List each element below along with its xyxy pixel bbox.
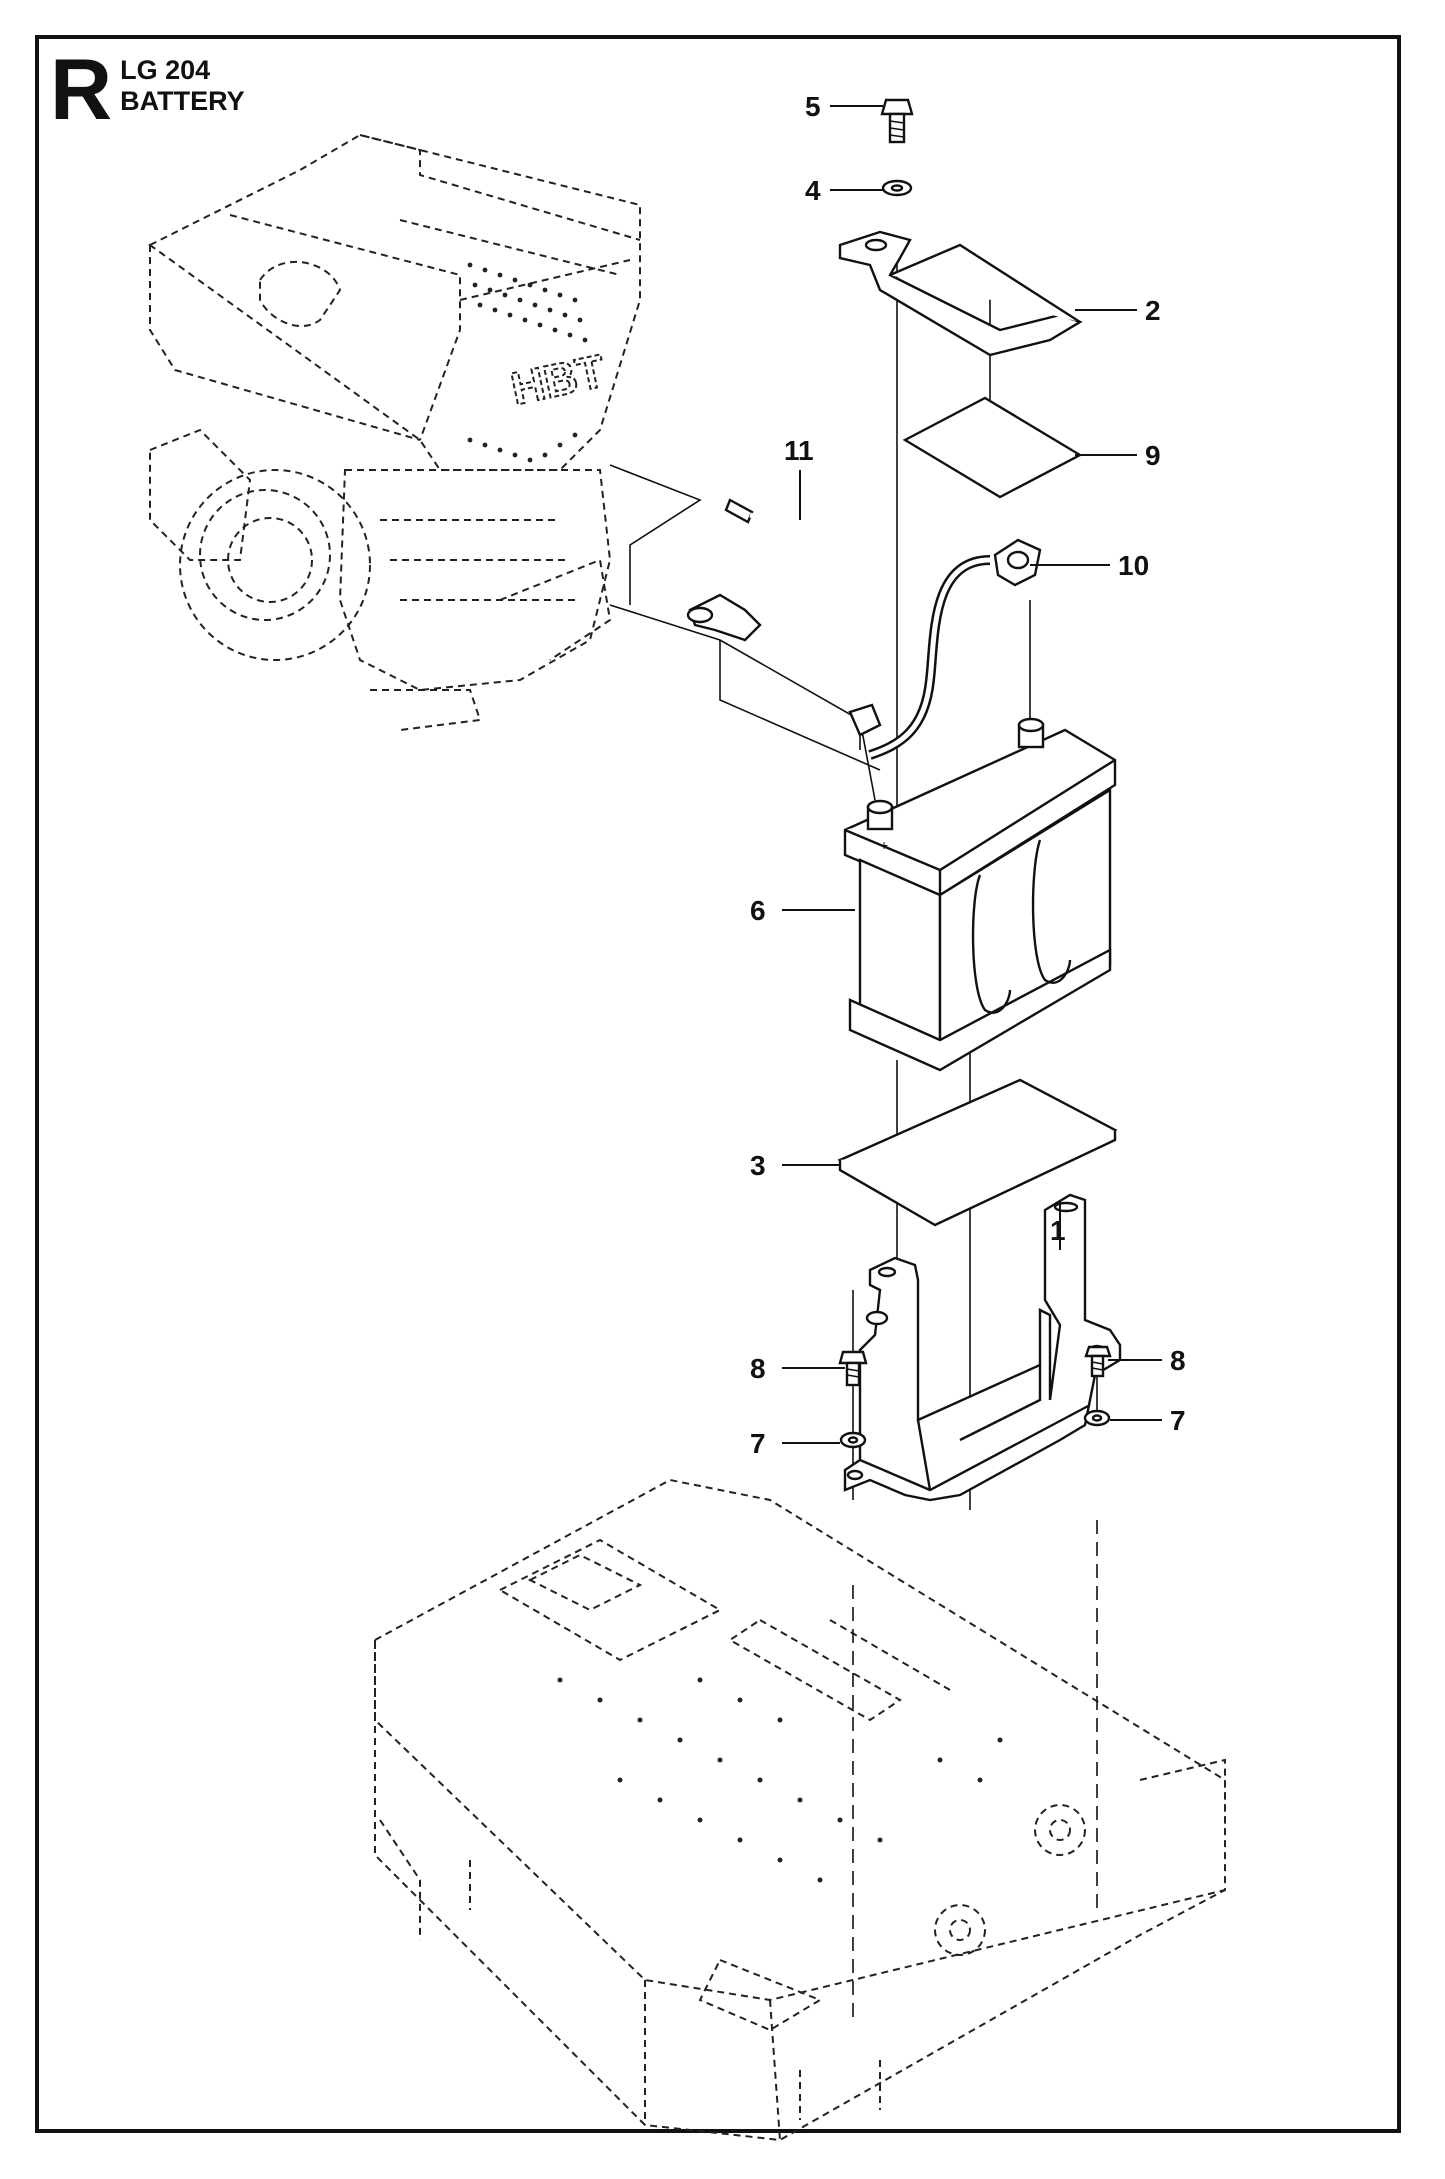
engine-outline: HBT <box>148 133 641 731</box>
section-letter: R <box>50 42 113 138</box>
drawing-frame <box>35 35 1401 2133</box>
alignment-lines <box>609 240 1098 2020</box>
part-11-negative-cable <box>686 498 835 643</box>
callout-8-left: 8 <box>750 1353 766 1384</box>
callout-7-left: 7 <box>750 1428 766 1459</box>
callout-9: 9 <box>1145 440 1161 471</box>
svg-text:+: + <box>880 837 888 853</box>
page-header: R LG 204 BATTERY <box>50 42 245 138</box>
header-text: LG 204 BATTERY <box>120 55 245 117</box>
part-8-screw-left <box>838 1350 868 1387</box>
callout-10: 10 <box>1118 550 1149 581</box>
leader-lines <box>782 105 1162 1444</box>
part-8-screw-right <box>1084 1345 1112 1378</box>
callout-11: 11 <box>784 435 814 466</box>
callout-8-right: 8 <box>1170 1345 1186 1376</box>
part-2-battery-hold-down-plate <box>838 230 1083 357</box>
part-5-bolt <box>880 98 914 144</box>
part-1-battery-bracket <box>843 1193 1122 1502</box>
callout-5: 5 <box>805 91 821 122</box>
callout-labels: 5 4 2 11 9 10 6 3 1 8 8 7 7 <box>750 91 1186 1459</box>
part-7-washer-left <box>839 1431 867 1449</box>
callout-1: 1 <box>1050 1215 1066 1246</box>
part-7-washer-right <box>1083 1409 1111 1427</box>
part-10-positive-cable <box>848 538 1042 760</box>
chassis-frame-outline <box>374 1478 1226 2142</box>
part-6-battery: + <box>843 717 1117 1072</box>
callout-4: 4 <box>805 175 821 206</box>
callout-2: 2 <box>1145 295 1161 326</box>
callout-7-right: 7 <box>1170 1405 1186 1436</box>
model-name: LG 204 <box>120 55 211 85</box>
part-9-rubber-pad <box>902 396 1083 499</box>
callout-3: 3 <box>750 1150 766 1181</box>
section-title: BATTERY <box>120 86 245 116</box>
callout-6: 6 <box>750 895 766 926</box>
part-3-battery-pad <box>837 1078 1118 1227</box>
part-4-washer <box>881 179 913 197</box>
